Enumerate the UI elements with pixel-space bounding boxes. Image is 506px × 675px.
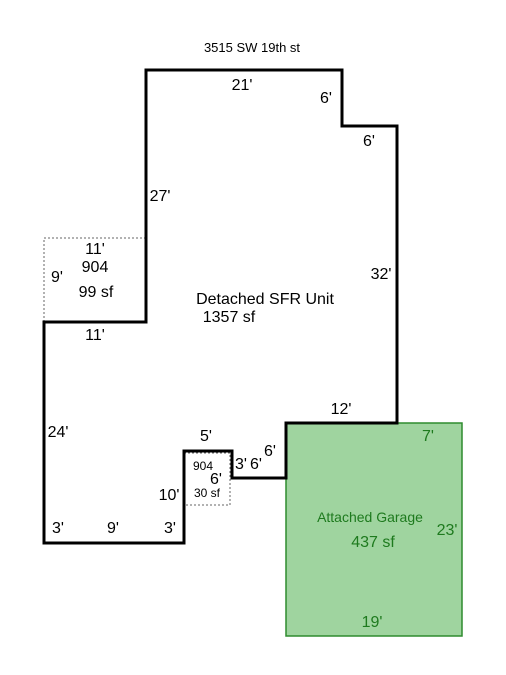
annex-b-code: 904: [193, 459, 213, 473]
dim-right: 32': [371, 266, 392, 283]
garage-area-label: 437 sf: [351, 534, 395, 551]
dim-step-right-a: 3': [235, 456, 247, 473]
dim-left: 24': [48, 424, 69, 441]
dim-upper-left: 27': [150, 188, 171, 205]
garage-dim-right: 23': [437, 522, 458, 539]
garage-dim-bottom: 19': [362, 614, 383, 631]
annex-a-code: 904: [82, 259, 109, 276]
main-unit-area: 1357 sf: [203, 309, 256, 326]
dim-mid-left: 11': [85, 327, 105, 344]
main-unit-outline: [42, 68, 399, 545]
garage-dim-top: 7': [422, 428, 434, 445]
annex-a-area: 99 sf: [79, 284, 114, 301]
annex-b-dim: 6': [210, 471, 222, 488]
annex-a-side: 9': [51, 269, 63, 286]
dim-bottom-left: 3': [52, 520, 64, 537]
dim-top: 21': [232, 77, 253, 94]
dim-bottom-inner: 3': [164, 520, 176, 537]
dim-bottom-right: 12': [331, 401, 352, 418]
garage-name: Attached Garage: [317, 509, 423, 525]
dim-notch-vertical: 6': [320, 90, 332, 107]
dim-step-right-b: 6': [250, 456, 262, 473]
diagram-title: 3515 SW 19th st: [204, 40, 300, 55]
annex-b-area: 30 sf: [194, 486, 221, 500]
dim-notch-horizontal: 6': [363, 133, 375, 150]
dim-step-right-c: 6': [264, 443, 276, 460]
annex-a-top: 11': [85, 241, 105, 258]
garage-rect: [285, 422, 463, 637]
dim-bottom-mid: 9': [107, 520, 119, 537]
garage-area: [285, 422, 463, 637]
main-unit-name: Detached SFR Unit: [196, 291, 334, 308]
dim-step-vertical: 10': [159, 487, 180, 504]
dim-step-top: 5': [200, 428, 212, 445]
